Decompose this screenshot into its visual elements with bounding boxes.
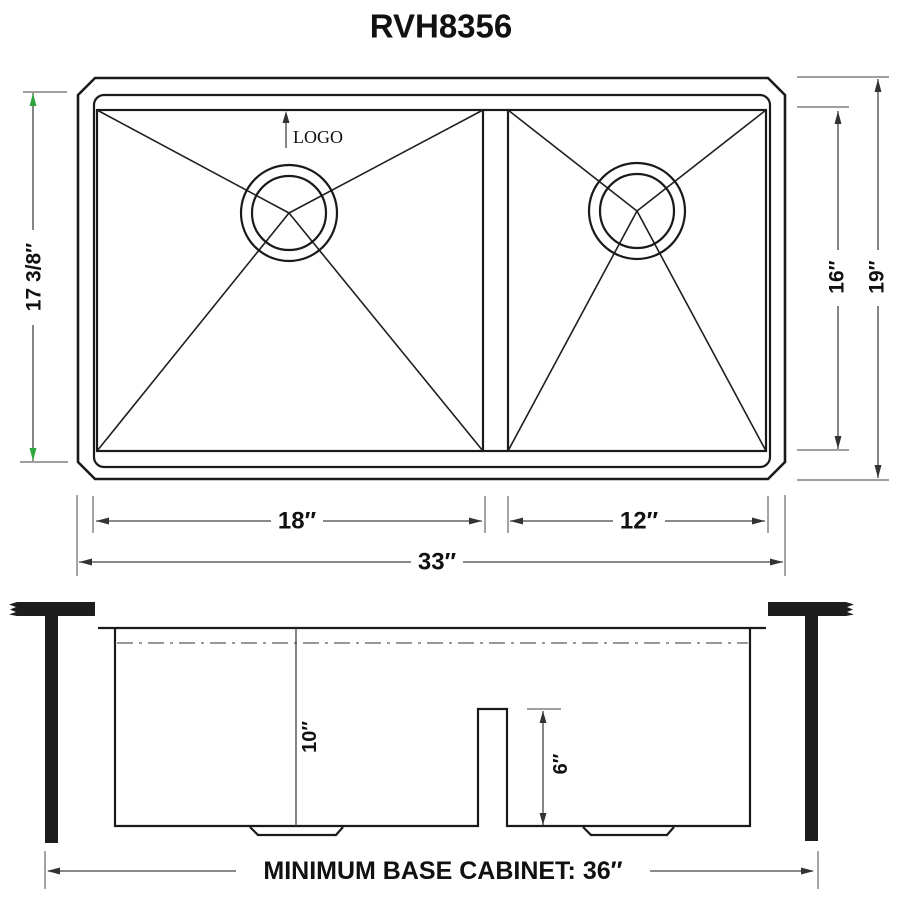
dimension-overall-width: 33″ [76, 495, 786, 577]
front-view: 10″ 6″ MINIMUM BASE CABINET: 36″ [9, 602, 854, 889]
green-arrowhead-icon [29, 93, 37, 106]
cabinet-note-label: MINIMUM BASE CABINET: 36″ [263, 857, 622, 885]
dimension-left-bowl-width: 18″ [92, 496, 486, 536]
dim-label-18: 18″ [278, 508, 317, 535]
dim-label-16: 16″ [826, 260, 849, 293]
up-arrow-icon [282, 111, 290, 123]
right-bowl-diagonals [507, 109, 767, 452]
dim-label-33: 33″ [418, 549, 457, 576]
logo-callout: LOGO [282, 111, 343, 148]
left-cabinet-wall [45, 616, 58, 843]
dimension-bowl-front-to-back: 16″ [797, 106, 850, 451]
left-bowl-diagonals [96, 109, 484, 452]
sink-outer-rim [76, 76, 787, 481]
dim-label-17-3-8: 17 3/8″ [23, 243, 46, 311]
bowl-opening [95, 108, 768, 453]
top-view: LOGO [76, 76, 787, 481]
right-drain-icon [587, 161, 687, 261]
logo-label: LOGO [293, 127, 343, 147]
right-cabinet-wall [805, 616, 818, 841]
green-arrowhead-icon [29, 448, 37, 461]
dimension-base-cabinet: MINIMUM BASE CABINET: 36″ [44, 851, 819, 889]
dim-label-10: 10″ [299, 721, 321, 753]
model-number-title: RVH8356 [370, 8, 513, 45]
dimension-divider-height: 6″ [527, 708, 572, 825]
dimension-bowl-depth: 10″ [295, 628, 321, 826]
left-countertop-section [9, 602, 95, 616]
dim-label-6: 6″ [550, 753, 572, 774]
dimension-right-bowl-width: 12″ [507, 496, 769, 536]
dimension-rim-front-to-back: 17 3/8″ [20, 91, 68, 463]
right-countertop-section [768, 602, 854, 616]
dim-label-12: 12″ [620, 508, 659, 535]
left-drain-fitting [249, 826, 344, 837]
sink-section-outline [113, 628, 752, 828]
dimension-overall-front-to-back: 19″ [797, 76, 890, 481]
sink-inner-rim [92, 93, 772, 469]
left-drain-icon [239, 163, 339, 263]
dim-label-19: 19″ [866, 260, 889, 293]
right-drain-fitting [582, 826, 675, 837]
